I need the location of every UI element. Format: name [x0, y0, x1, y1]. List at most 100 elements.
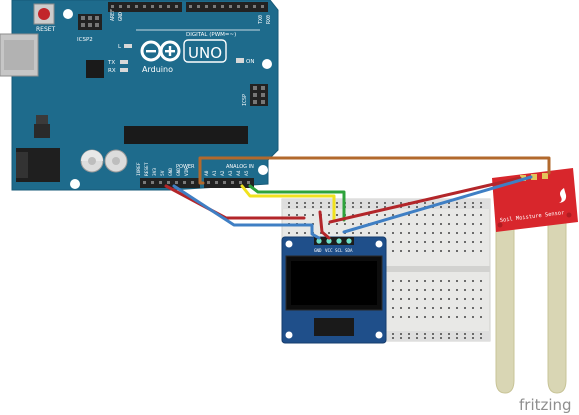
breadboard-hole — [416, 337, 418, 339]
breadboard-hole — [304, 214, 306, 216]
breadboard-hole — [352, 232, 354, 234]
breadboard-hole — [432, 232, 434, 234]
uno-label: UNO — [188, 44, 222, 62]
breadboard-hole — [448, 289, 450, 291]
breadboard-hole — [472, 307, 474, 309]
breadboard-hole — [480, 232, 482, 234]
oled-ribbon — [314, 318, 354, 336]
header-pin — [247, 181, 250, 184]
breadboard-hole — [320, 206, 322, 208]
breadboard-hole — [440, 316, 442, 318]
breadboard-hole — [392, 214, 394, 216]
breadboard-hole — [424, 316, 426, 318]
power-label: POWER — [176, 164, 195, 170]
5v-label: 5V — [160, 170, 166, 176]
breadboard-hole — [376, 232, 378, 234]
led-tx-label: TX — [107, 60, 115, 66]
a0-label: A0 — [204, 170, 210, 176]
usb-chip — [86, 60, 104, 78]
breadboard-hole — [400, 298, 402, 300]
a1-label: A1 — [212, 170, 218, 176]
breadboard-hole — [392, 250, 394, 252]
breadboard-hole — [456, 202, 458, 204]
breadboard-hole — [392, 333, 394, 335]
header-pin — [151, 5, 154, 8]
breadboard-hole — [480, 316, 482, 318]
led-l-label: L — [118, 44, 122, 50]
breadboard-hole — [392, 241, 394, 243]
breadboard-hole — [448, 214, 450, 216]
breadboard-hole — [408, 333, 410, 335]
breadboard-hole — [376, 202, 378, 204]
wire-red-oled — [318, 210, 331, 240]
breadboard-hole — [392, 298, 394, 300]
icsp2-label: ICSP2 — [77, 37, 93, 43]
breadboard-hole — [456, 206, 458, 208]
breadboard-hole — [392, 337, 394, 339]
breadboard-hole — [328, 202, 330, 204]
breadboard-hole — [400, 202, 402, 204]
icsp-label: ICSP — [242, 94, 248, 106]
breadboard-hole — [416, 280, 418, 282]
breadboard-hole — [440, 206, 442, 208]
header-pin — [213, 5, 216, 8]
breadboard-hole — [440, 289, 442, 291]
wire-red-5v — [164, 184, 306, 220]
breadboard-hole — [472, 316, 474, 318]
breadboard-hole — [416, 298, 418, 300]
breadboard-hole — [432, 223, 434, 225]
breadboard-hole — [432, 333, 434, 335]
breadboard-hole — [424, 289, 426, 291]
breadboard-hole — [296, 206, 298, 208]
header-pin — [127, 5, 130, 8]
breadboard-hole — [456, 241, 458, 243]
header-pin — [159, 181, 162, 184]
oled-display-module: GND VCC SCL SDA — [281, 236, 387, 344]
wire-red-sensor — [328, 176, 522, 224]
breadboard-hole — [464, 316, 466, 318]
breadboard-hole — [440, 337, 442, 339]
breadboard-hole — [448, 280, 450, 282]
breadboard-hole — [392, 280, 394, 282]
header-pin — [253, 5, 256, 8]
breadboard-hole — [456, 250, 458, 252]
breadboard-hole — [416, 316, 418, 318]
breadboard-hole — [312, 206, 314, 208]
breadboard-hole — [400, 316, 402, 318]
breadboard-hole — [440, 223, 442, 225]
breadboard-hole — [312, 214, 314, 216]
breadboard-hole — [480, 223, 482, 225]
breadboard-hole — [360, 223, 362, 225]
wire-blue-gnd — [172, 184, 314, 227]
header-pin — [167, 5, 170, 8]
breadboard-hole — [416, 307, 418, 309]
power-header — [140, 178, 200, 188]
breadboard-hole — [304, 202, 306, 204]
ioref-label: IOREF — [136, 162, 142, 176]
gnd-label-top: GND — [118, 12, 124, 21]
breadboard-hole — [440, 232, 442, 234]
header-pin — [197, 5, 200, 8]
breadboard-hole — [424, 250, 426, 252]
a2-label: A2 — [220, 170, 226, 176]
breadboard-hole — [408, 223, 410, 225]
breadboard-hole — [384, 214, 386, 216]
breadboard-hole — [448, 250, 450, 252]
icsp2-header — [78, 14, 102, 30]
breadboard-hole — [472, 298, 474, 300]
breadboard-hole — [448, 223, 450, 225]
breadboard-hole — [296, 202, 298, 204]
oled-vcc-label: VCC — [325, 248, 333, 253]
breadboard-hole — [424, 232, 426, 234]
header-pin — [207, 181, 210, 184]
sensor-gnd-label: GND — [530, 168, 539, 174]
breadboard-hole — [400, 241, 402, 243]
breadboard-hole — [384, 202, 386, 204]
breadboard-hole — [408, 214, 410, 216]
vin-label: VIN — [184, 168, 190, 176]
breadboard-hole — [328, 206, 330, 208]
breadboard-hole — [392, 232, 394, 234]
header-pin — [215, 181, 218, 184]
header-pin — [143, 5, 146, 8]
sensor-probe-right — [547, 221, 567, 394]
